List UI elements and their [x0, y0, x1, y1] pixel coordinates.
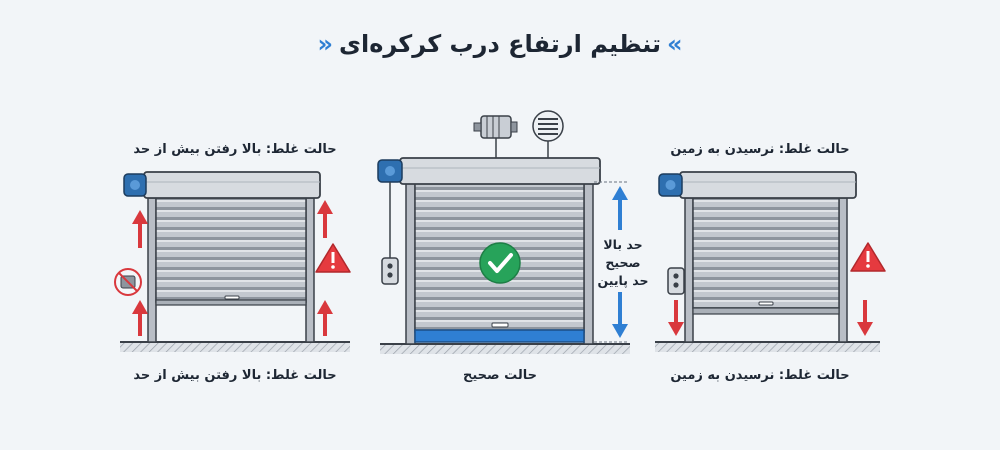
left-top-label: حالت غلط: بالا رفتن بیش از حد: [133, 142, 337, 157]
bottom-bar-correct: [414, 329, 585, 343]
left-door-unit: [120, 171, 350, 352]
right-arrow-down: [857, 300, 873, 336]
center-bottom-label: حالت صحیح: [462, 368, 538, 383]
shutter-curtain: [692, 197, 840, 309]
warning-icon: [850, 242, 886, 272]
right-top-label: حالت غلط: نرسیدن به زمین: [670, 142, 850, 157]
left-arrow-up-2: [132, 300, 148, 336]
shutter-box: [679, 171, 857, 199]
left-bottom-label: حالت غلط: بالا رفتن بیش از حد: [133, 368, 337, 383]
remote-icon: [667, 267, 685, 295]
right-arrow-up-1: [317, 200, 333, 238]
chevron-decor-right: »: [667, 30, 683, 58]
right-arrow-up-2: [317, 300, 333, 336]
shutter-curtain: [155, 197, 307, 303]
right-door-unit: [655, 171, 880, 352]
right-post: [305, 197, 315, 343]
correct-label: صحیح: [605, 255, 641, 270]
motor-icon: [473, 115, 518, 158]
shutter-box: [399, 157, 601, 185]
check-icon: [479, 242, 521, 284]
spring-icon: [532, 110, 564, 158]
range-labels: حد بالا صحیح حد پایین: [590, 236, 656, 290]
left-arrow-down: [668, 300, 684, 336]
ground-hatch: [120, 342, 350, 352]
chevron-decor-left: «: [317, 30, 333, 58]
left-post: [147, 197, 157, 343]
remote-icon: [381, 257, 399, 285]
shutter-box: [143, 171, 321, 199]
lower-limit-label: حد پایین: [597, 273, 649, 288]
right-bottom-label: حالت غلط: نرسیدن به زمین: [670, 368, 850, 383]
left-arrow-up-1: [132, 210, 148, 248]
motor-crossed-icon: [114, 268, 142, 296]
title-text: تنظیم ارتفاع درب کرکره‌ای: [338, 30, 662, 58]
warning-icon: [315, 243, 351, 273]
upper-limit-label: حد بالا: [603, 237, 643, 252]
height-range-arrow: [594, 181, 628, 343]
bottom-bar: [155, 299, 307, 306]
page-title: »تنظیم ارتفاع درب کرکره‌ای«: [0, 30, 1000, 58]
handle: [224, 295, 240, 300]
